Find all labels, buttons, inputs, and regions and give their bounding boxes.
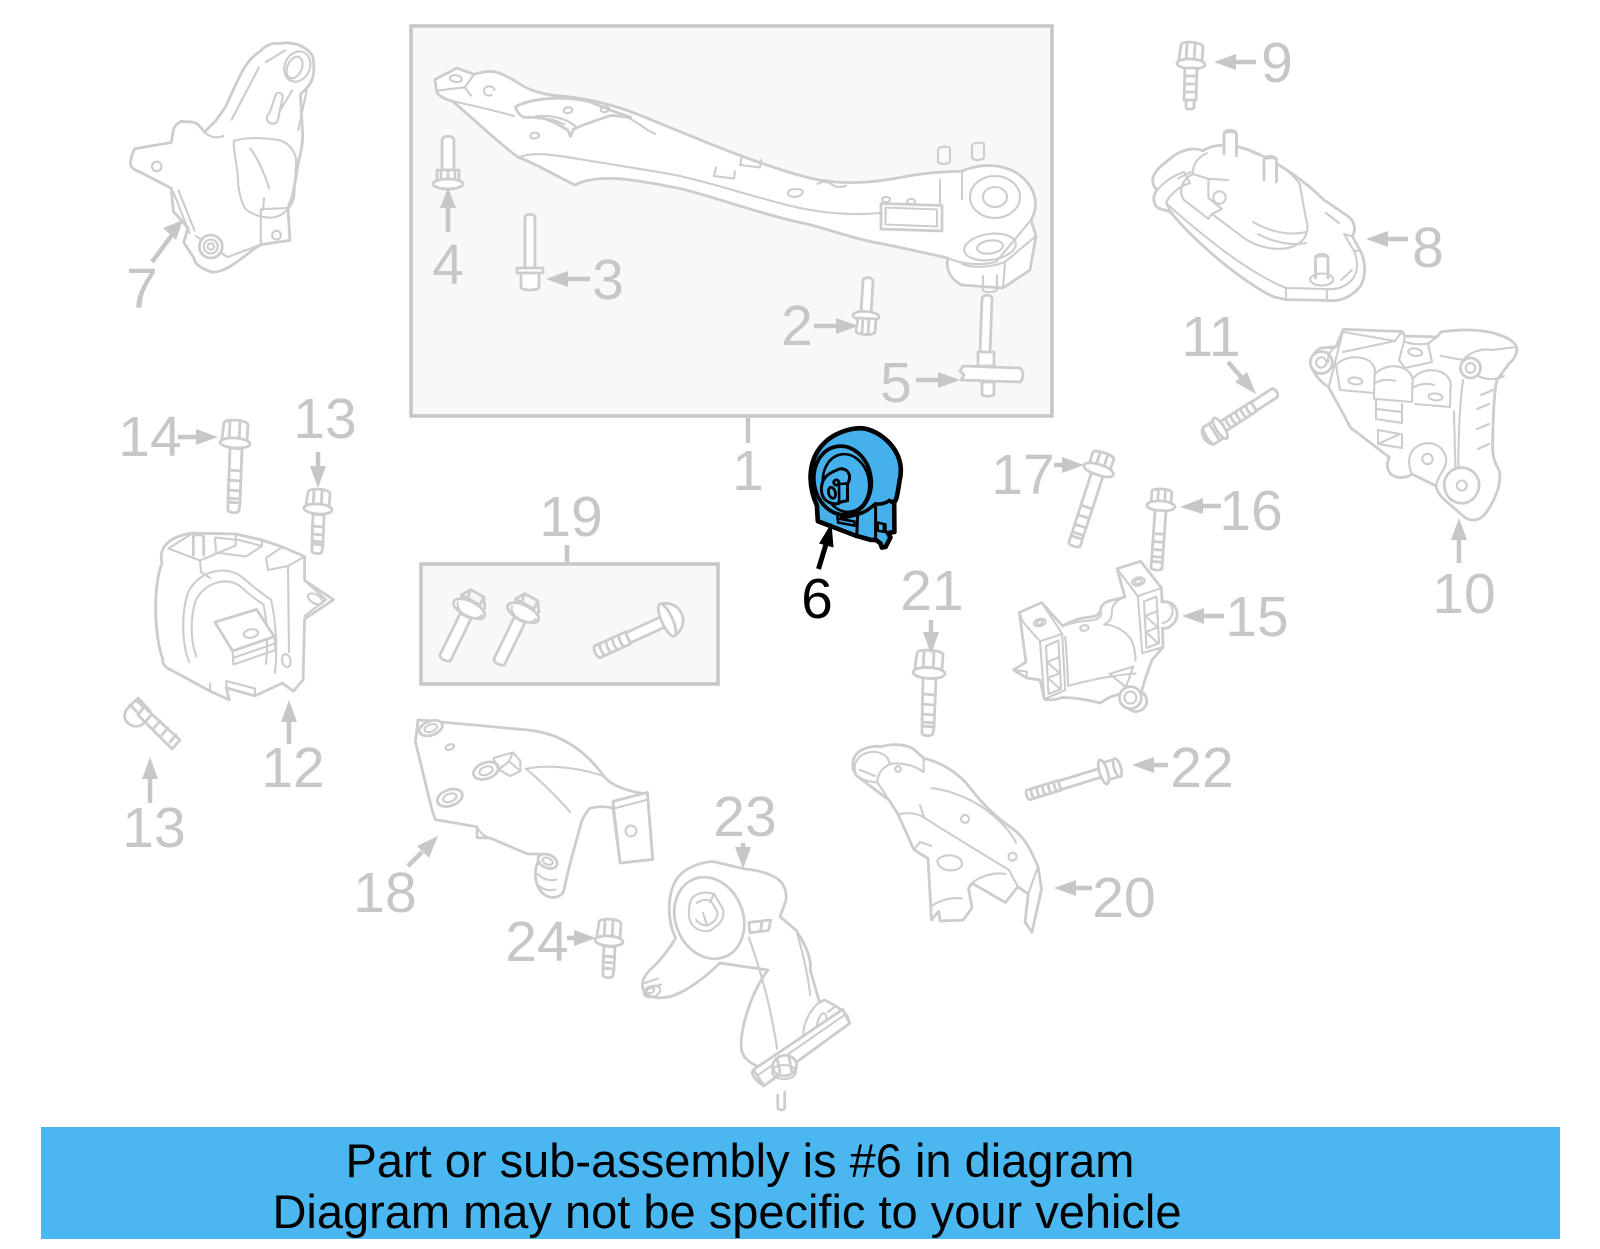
svg-text:20: 20 <box>1092 866 1155 930</box>
svg-text:12: 12 <box>261 736 324 800</box>
svg-text:13: 13 <box>293 387 356 451</box>
svg-text:5: 5 <box>880 351 912 415</box>
svg-text:7: 7 <box>126 257 158 321</box>
svg-text:1: 1 <box>732 439 764 503</box>
svg-text:8: 8 <box>1412 216 1444 280</box>
svg-text:18: 18 <box>353 861 416 925</box>
svg-text:21: 21 <box>900 559 963 623</box>
svg-text:22: 22 <box>1170 736 1233 800</box>
svg-text:Part or sub-assembly is #6 in: Part or sub-assembly is #6 in diagram <box>346 1134 1135 1187</box>
svg-text:3: 3 <box>592 248 624 312</box>
svg-text:4: 4 <box>432 233 464 297</box>
svg-text:6: 6 <box>801 567 833 631</box>
svg-text:24: 24 <box>505 910 568 974</box>
svg-text:19: 19 <box>539 485 602 549</box>
svg-text:2: 2 <box>781 294 813 358</box>
svg-text:23: 23 <box>713 785 776 849</box>
svg-text:16: 16 <box>1219 479 1282 543</box>
svg-text:13: 13 <box>122 796 185 860</box>
svg-text:9: 9 <box>1261 31 1293 95</box>
svg-text:11: 11 <box>1181 305 1240 369</box>
svg-text:14: 14 <box>118 405 181 469</box>
svg-text:Diagram may not be specific to: Diagram may not be specific to your vehi… <box>272 1185 1181 1238</box>
svg-text:17: 17 <box>991 443 1054 507</box>
svg-text:10: 10 <box>1432 562 1495 626</box>
svg-text:15: 15 <box>1225 585 1288 649</box>
